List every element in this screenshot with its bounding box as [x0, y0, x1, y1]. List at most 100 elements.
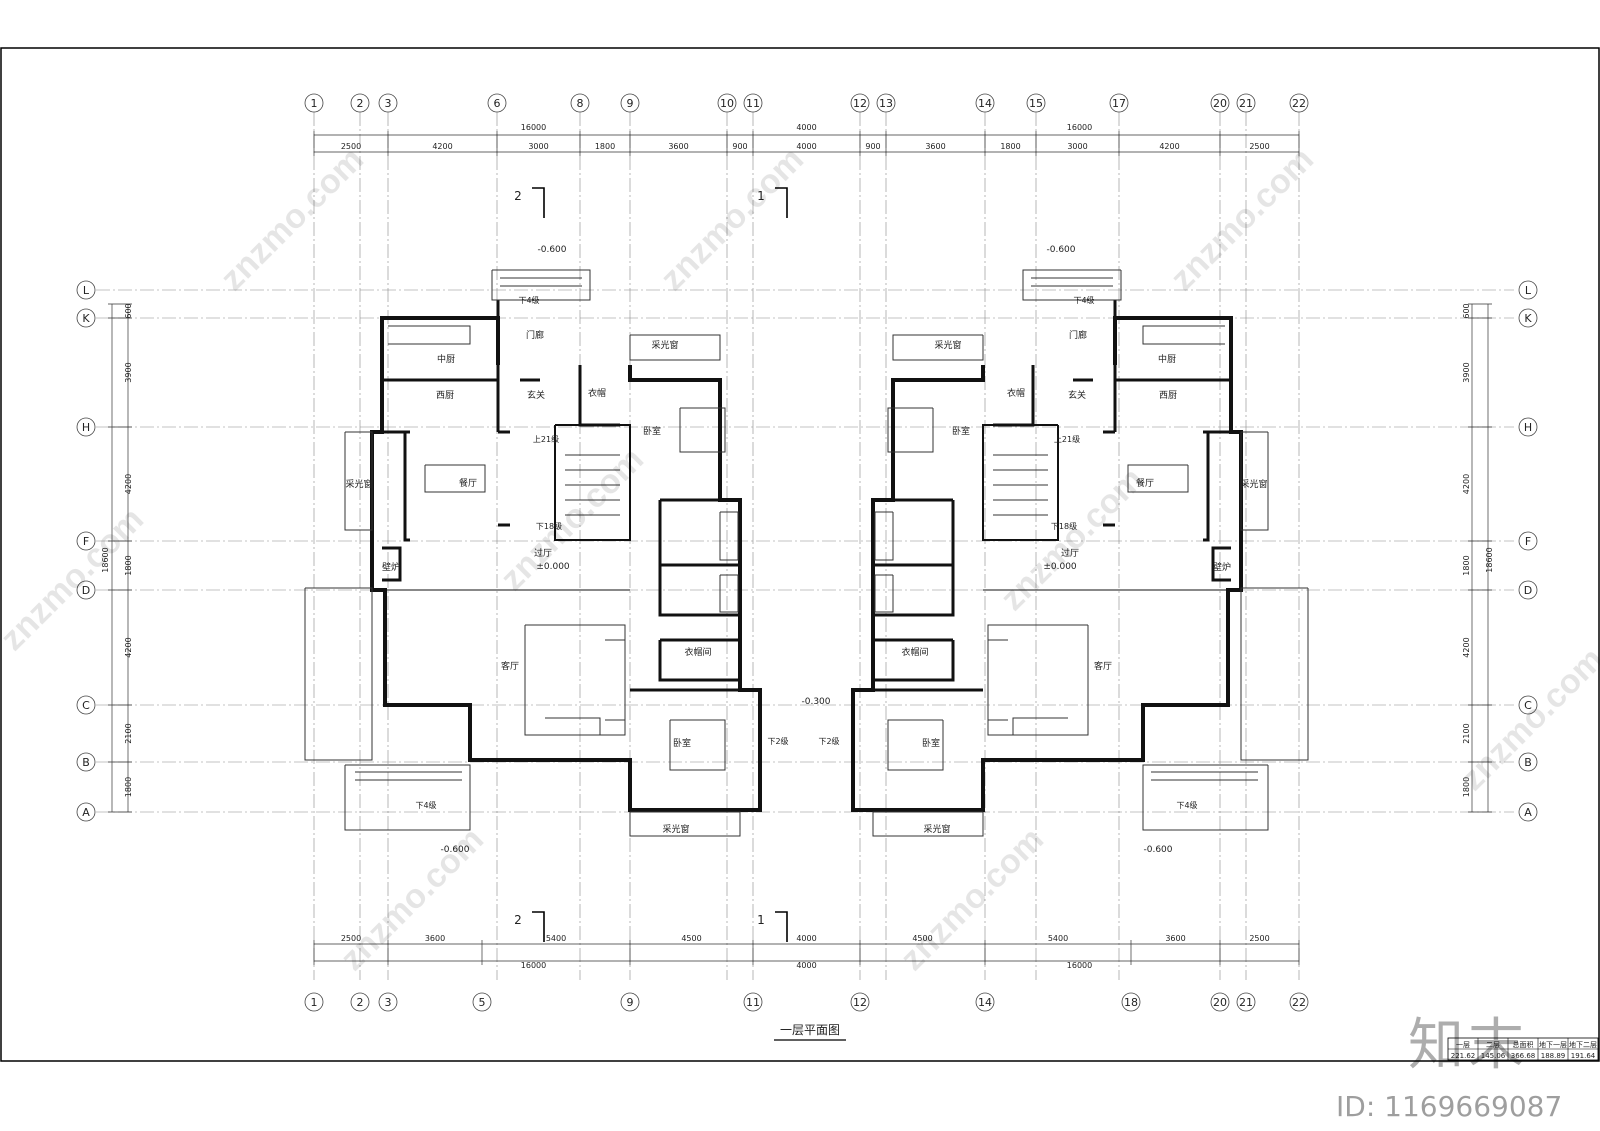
grid-bubble-top-label: 12: [853, 97, 867, 110]
bathtub: [874, 574, 894, 613]
light-well: [344, 431, 373, 531]
grid-bubble-bottom: [350, 992, 370, 1012]
dining-table: [1127, 464, 1189, 493]
room-label: 客厅: [1094, 660, 1112, 672]
drawing-title: 一层平面图: [780, 1023, 840, 1037]
grid-bubble-left: [76, 580, 96, 600]
bathtub: [719, 574, 739, 613]
level-label: -0.600: [1046, 245, 1075, 255]
section-mark: [532, 187, 545, 218]
bed: [669, 719, 726, 771]
grid-bubble-right-label: L: [1525, 284, 1532, 297]
dim-total-bottom: 16000: [1067, 961, 1092, 970]
grid-bubble-right: [1518, 580, 1538, 600]
bathtub: [719, 511, 739, 561]
grid-bubble-left: [76, 308, 96, 328]
terrace-steps: [1142, 764, 1269, 831]
dim-total-top: 16000: [521, 123, 546, 132]
grid-bubble-bottom-label: 3: [385, 996, 392, 1009]
grid-bubble-top: [1210, 93, 1230, 113]
dim-bottom: 3600: [425, 934, 445, 943]
grid-bubble-top-label: 11: [746, 97, 760, 110]
dim-top: 3000: [1067, 142, 1087, 151]
dim-bottom: 2500: [341, 934, 361, 943]
table-header: 二层: [1486, 1041, 1500, 1049]
dim-side-total: 18600: [1485, 547, 1494, 572]
table-cell: 188.89: [1541, 1052, 1566, 1060]
closet-wall: [658, 638, 742, 682]
grid-bubble-left-label: B: [82, 756, 90, 769]
fireplace-wall: [382, 546, 402, 582]
table-cell: 145.06: [1481, 1052, 1506, 1060]
grid-bubble-bottom-label: 9: [627, 996, 634, 1009]
stair-wall: [982, 424, 1059, 541]
grid-bubble-top-label: 1: [311, 97, 318, 110]
living-rug: [987, 624, 1089, 736]
grid-bubble-bottom: [850, 992, 870, 1012]
room-label: 采光窗: [345, 478, 372, 490]
grid-bubble-top: [743, 93, 763, 113]
grid-bubble-left-label: H: [82, 421, 90, 434]
grid-bubble-bottom: [620, 992, 640, 1012]
grid-bubble-right: [1518, 308, 1538, 328]
grid-bubble-top: [1289, 93, 1309, 113]
grid-bubble-right: [1518, 695, 1538, 715]
stair-label: 下4级: [415, 800, 436, 810]
grid-bubble-right-label: K: [1524, 312, 1532, 325]
room-label: 采光窗: [1240, 478, 1267, 490]
grid-bubble-bottom-label: 5: [479, 996, 486, 1009]
grid-bubble-top-label: 14: [978, 97, 992, 110]
table-header: 地下一层: [1539, 1040, 1567, 1049]
section-mark-label: 2: [514, 189, 522, 203]
terrace-steps: [344, 764, 471, 831]
grid-bubble-top-label: 6: [494, 97, 501, 110]
stair-label: 下4级: [518, 295, 539, 305]
table-header: 地下二层: [1569, 1040, 1597, 1049]
grid-bubble-top-label: 20: [1213, 97, 1227, 110]
table-header: 一层: [1456, 1041, 1470, 1049]
dim-side: 1800: [124, 777, 133, 797]
grid-bubble-bottom-label: 14: [978, 996, 992, 1009]
dim-top: 1800: [595, 142, 615, 151]
dim-side: 4200: [1462, 637, 1471, 657]
grid-bubble-bottom: [1236, 992, 1256, 1012]
light-well: [629, 811, 741, 837]
grid-bubble-top-label: 17: [1112, 97, 1126, 110]
dimension-lines: [108, 131, 1492, 965]
bathtub: [874, 511, 894, 561]
grid-bubble-left-label: C: [82, 699, 90, 712]
terrace: [1240, 587, 1309, 761]
dining-table: [424, 464, 486, 493]
light-well: [629, 334, 721, 361]
room-label: 卧室: [952, 425, 970, 437]
kitchen-counter: [388, 325, 471, 345]
room-label: 壁炉: [1213, 561, 1231, 573]
dim-top: 1800: [1000, 142, 1020, 151]
bed: [887, 407, 934, 453]
grid-bubble-left-label: D: [82, 584, 90, 597]
sofa: [605, 639, 626, 721]
dim-total-bottom: 4000: [796, 961, 816, 970]
grid-bubble-bottom: [743, 992, 763, 1012]
dim-bottom: 4500: [912, 934, 932, 943]
bed: [679, 407, 726, 453]
dim-bottom: 3600: [1165, 934, 1185, 943]
porch-steps: [1022, 269, 1122, 301]
section-mark: [532, 911, 545, 942]
room-label: 壁炉: [382, 561, 400, 573]
room-label: 衣帽: [1007, 387, 1025, 399]
dim-top: 900: [732, 142, 747, 151]
dim-top: 3600: [668, 142, 688, 151]
grid-bubble-bottom: [304, 992, 324, 1012]
dim-side: 4200: [124, 637, 133, 657]
dim-top: 3600: [925, 142, 945, 151]
interior-wall: [403, 432, 410, 542]
grid-bubble-top: [570, 93, 590, 113]
dim-bottom: 2500: [1249, 934, 1269, 943]
section-mark: [775, 187, 788, 218]
axis-grid-lines: [96, 112, 1514, 980]
grid-bubble-right: [1518, 531, 1538, 551]
dim-bottom: 4000: [796, 934, 816, 943]
grid-bubble-top: [304, 93, 324, 113]
